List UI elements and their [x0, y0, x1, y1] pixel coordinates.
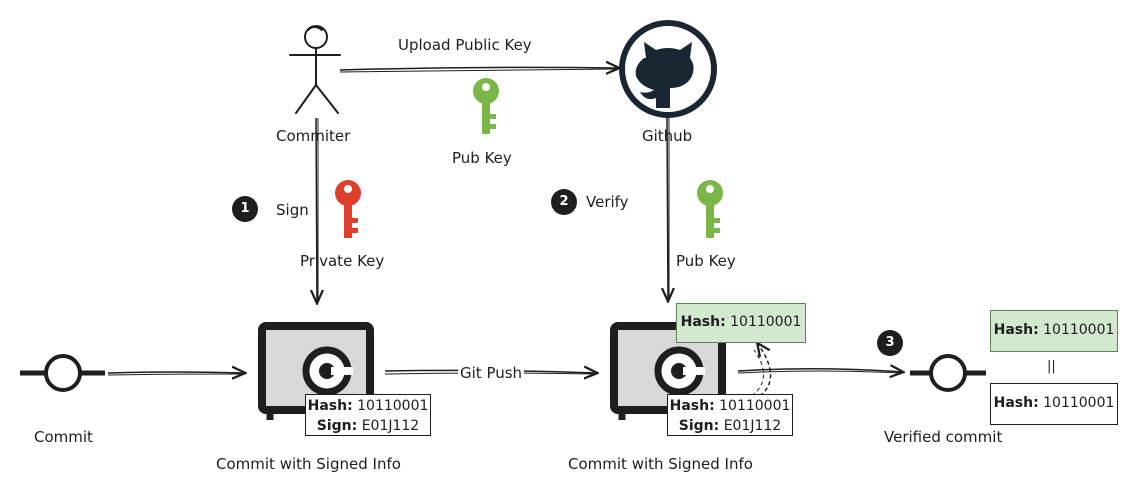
step-2-label: Verify — [586, 193, 629, 211]
signed-hash-box: Hash: 10110001 — [990, 383, 1118, 425]
signed-info-box-2: Hash: 10110001 Sign: E01J112 — [667, 394, 793, 436]
step-1-label: Sign — [276, 201, 309, 219]
pub-key-top-label: Pub Key — [452, 149, 512, 167]
github-icon — [619, 20, 717, 118]
step-3-badge: 3 — [877, 330, 903, 356]
committer-label: Commiter — [276, 127, 351, 145]
verified-commit-node-icon — [910, 354, 986, 392]
commit-node-icon — [20, 354, 105, 392]
pub-key-icon-top — [470, 76, 502, 136]
verify-arrow — [667, 117, 668, 300]
github-label: Github — [642, 127, 693, 145]
step-2-badge: 2 — [551, 189, 577, 215]
signed-info-box-1: Hash: 10110001 Sign: E01J112 — [305, 394, 431, 436]
commit-to-signed-arrow — [107, 372, 244, 373]
sign-arrow — [316, 117, 317, 302]
pub-key-verify-label: Pub Key — [676, 252, 736, 270]
recomputed-hash-box: Hash: 10110001 — [676, 303, 806, 343]
upload-arrow — [339, 67, 618, 70]
verified-commit-label: Verified commit — [884, 428, 1003, 446]
signed-commit-label-2: Commit with Signed Info — [568, 455, 753, 473]
commit-label: Commit — [34, 428, 93, 446]
git-push-label: Git Push — [458, 364, 525, 382]
signed-commit-label-1: Commit with Signed Info — [216, 455, 401, 473]
step-1-badge: 1 — [232, 196, 258, 222]
verified-hash-box: Hash: 10110001 — [990, 310, 1118, 352]
verified-arrow — [737, 369, 902, 372]
private-key-icon — [332, 178, 364, 240]
pub-key-icon-verify — [694, 178, 726, 240]
upload-public-key-label: Upload Public Key — [398, 36, 532, 54]
equals-sign: || — [1047, 359, 1056, 374]
committer-figure-icon — [289, 25, 341, 114]
hash-compare-dashed-arrow — [758, 344, 772, 397]
private-key-label: Private Key — [300, 252, 385, 270]
